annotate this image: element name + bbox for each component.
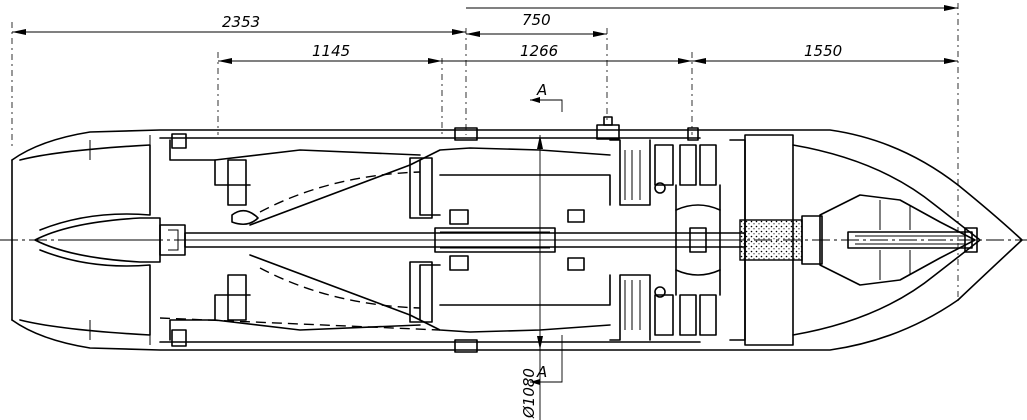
compressor-bearing-bottom [449,255,469,271]
turbine-nozzle-top [654,144,674,186]
diffuser-bottom-inner [439,274,611,306]
duct-wall-top [214,149,421,161]
dim-750-text: 750 [522,11,551,29]
arrow [944,5,958,11]
turbine-blade-2-top [699,144,717,186]
dim-1266-text: 1266 [520,42,558,60]
flange-top-1 [454,127,478,141]
arrow [678,58,692,64]
compressor [249,147,611,333]
inlet-ribs-top [89,135,151,160]
turbine-hub [689,227,707,253]
arrow [12,29,26,35]
front-frame-bottom [169,294,251,341]
mid-bearing-bottom [567,257,585,271]
arrow [944,58,958,64]
section-label-top: A [536,81,547,99]
rear-shaft [847,231,973,249]
arrow [218,58,232,64]
arrow [530,379,540,385]
compressor-hub-top [249,159,441,226]
inlet-guide-vane-top [227,159,247,206]
dim-2353-text: 2353 [222,13,260,31]
arrow [428,58,442,64]
section-marker-top [530,99,563,112]
rear-shaft-detail [855,235,965,245]
exhaust-struts [879,200,911,280]
mounts [171,116,699,353]
dimension-texts: 2353 750 1145 1266 1550 A A Ø1080 [222,11,842,419]
arrow [537,336,543,350]
main-shaft [184,227,746,253]
nacelle-outer-top [11,129,959,186]
dimension-lines [11,3,959,420]
arrow [593,31,607,37]
inlet-upper-lip [19,144,151,231]
rear-bearing-housing [801,215,823,265]
diffuser-top-outer [419,147,611,161]
arrow [530,97,540,103]
inlet-guide-vane-bottom [227,274,247,321]
combustor-liner-top [624,150,641,200]
arrow [452,29,466,35]
inlet-ribs-bottom [89,320,151,345]
turbine-disks [675,184,721,296]
front-strut-blob [231,209,259,226]
section-label-bottom: A [536,363,547,381]
bottom-drain [171,329,187,347]
flange-top-rear [687,127,699,141]
coupling-detail [440,231,550,249]
fuel-nozzle-top [654,182,666,194]
fuel-nozzle-bottom [654,286,666,298]
flow-path-top-front [259,171,421,213]
flange-bottom-1 [454,339,478,353]
dim-diameter-text: Ø1080 [520,368,538,419]
compressor-bearing-top [449,209,469,225]
combustor-can-bottom [609,274,651,341]
exhaust-cone-outer [792,144,981,336]
exhaust-plug [819,194,976,286]
accessory-block [739,219,803,261]
turbine-blade-1-top [679,144,697,186]
arrow [466,31,480,37]
flow-path [159,171,441,331]
combustor-can-top [609,139,651,206]
combustor [609,139,666,341]
shaft-coupling [434,227,556,253]
flow-path-bottom-front [259,267,421,309]
outer-nacelle [11,129,959,351]
arrow [692,58,706,64]
turbine-disk-web [675,204,721,276]
dim-1550-text: 1550 [804,42,842,60]
front-frame-top [169,139,251,186]
inlet-lower-lip [19,249,151,336]
impeller-bottom [409,261,433,323]
diffuser-top-inner [439,174,611,206]
front-duct [169,139,421,341]
combustor-liner-bottom [624,280,641,330]
duct-wall-bottom [214,319,421,331]
turbine-blade-2-bottom [699,294,717,336]
mount-top-bolt [603,116,613,126]
impeller-top [409,157,433,219]
mid-bearing-top [567,209,585,223]
dim-1145-text: 1145 [312,42,350,60]
rear-shaft-end [964,227,978,253]
turbine-nozzle-bottom [654,294,674,336]
nacelle-outer-bottom [11,299,959,351]
front-bearing [168,229,179,251]
mount-top [596,124,620,140]
diffuser-bottom-outer [419,319,611,333]
flow-path-outer-bottom [159,317,441,331]
rear-section [739,134,1023,346]
top-drain [171,133,187,149]
arrow [537,135,543,149]
tail-cone-tip [957,184,1023,301]
turbine-blade-1-bottom [679,294,697,336]
compressor-hub-bottom [249,254,441,321]
